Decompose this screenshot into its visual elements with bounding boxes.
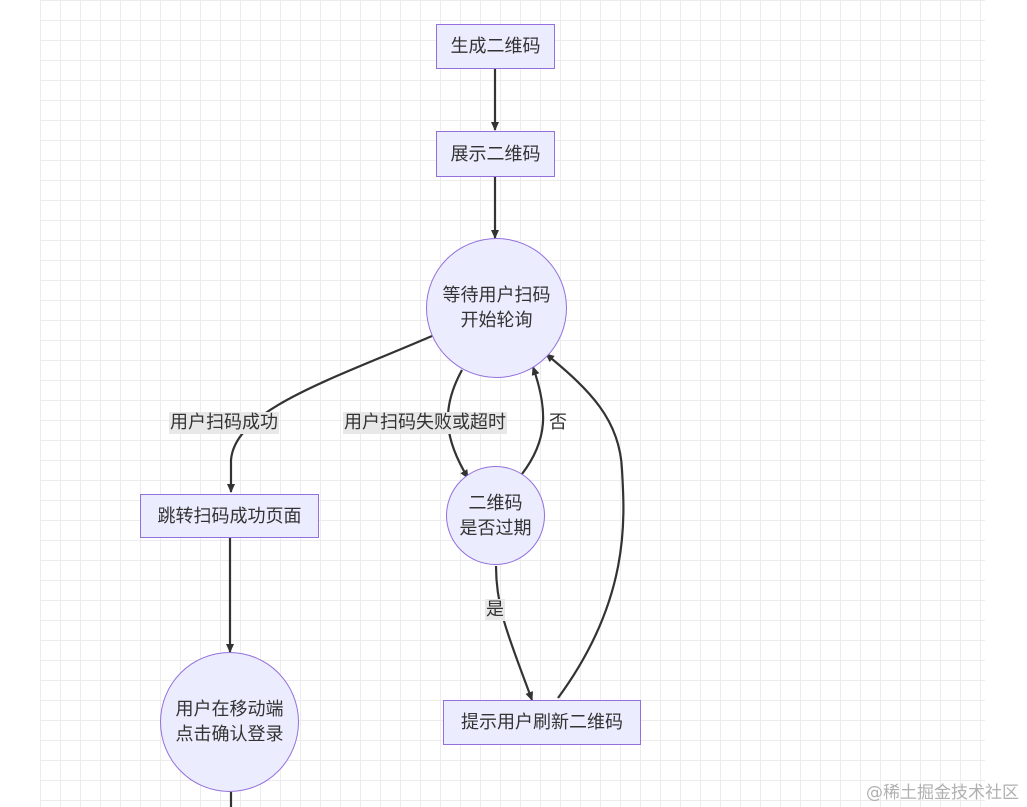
edge-label-scan-fail: 用户扫码失败或超时 <box>343 412 507 434</box>
node-wait-scan: 等待用户扫码 开始轮询 <box>426 238 567 378</box>
node-check-expired: 二维码 是否过期 <box>446 466 545 565</box>
node-prompt-refresh: 提示用户刷新二维码 <box>443 700 641 745</box>
node-jump-success-page: 跳转扫码成功页面 <box>140 494 319 538</box>
edge-wait-jump <box>227 334 433 493</box>
node-generate-qrcode: 生成二维码 <box>436 24 555 69</box>
watermark: @稀土掘金技术社区 <box>866 783 1019 803</box>
node-mobile-confirm: 用户在移动端 点击确认登录 <box>160 652 299 792</box>
edge-label-scan-success: 用户扫码成功 <box>169 412 279 434</box>
edge-expired-wait <box>521 366 545 475</box>
node-display-qrcode: 展示二维码 <box>436 131 555 177</box>
edge-label-yes: 是 <box>485 599 505 621</box>
edge-refresh-wait <box>545 353 625 699</box>
edge-label-no: 否 <box>549 412 567 433</box>
edge-expired-refresh <box>494 565 534 701</box>
